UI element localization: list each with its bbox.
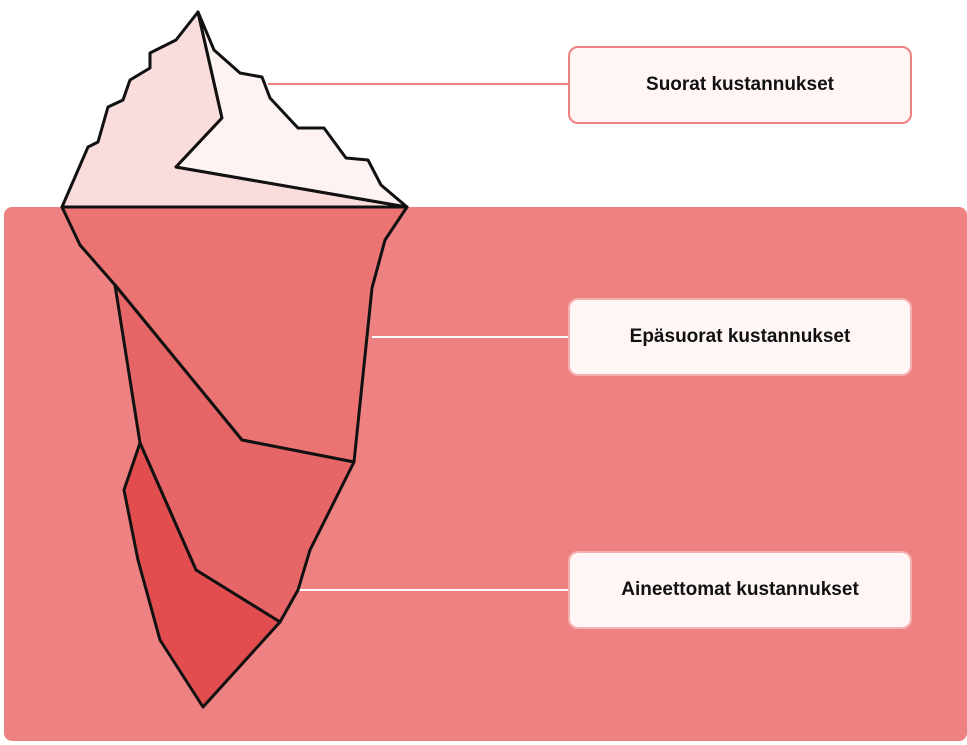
- label-direct-costs: Suorat kustannukset: [568, 46, 912, 124]
- label-intangible-costs: Aineettomat kustannukset: [568, 551, 912, 629]
- label-indirect-costs: Epäsuorat kustannukset: [568, 298, 912, 376]
